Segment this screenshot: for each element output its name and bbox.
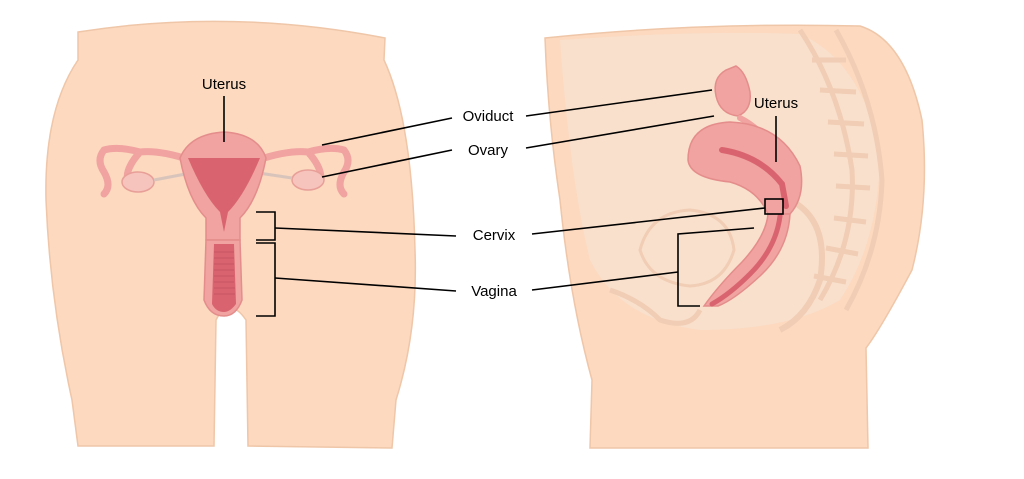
vagina-label: Vagina <box>471 283 517 300</box>
cervix-leader-left <box>274 227 457 237</box>
cervix-label: Cervix <box>473 227 516 244</box>
oviduct-leader-right <box>525 89 713 117</box>
front-uterus-label: Uterus <box>202 76 246 93</box>
side-uterus <box>687 121 803 215</box>
vagina-leader-right <box>531 271 679 291</box>
side-spine <box>797 28 885 312</box>
oviduct-leader-left <box>321 117 453 146</box>
front-vaginal-canal <box>212 244 236 312</box>
front-view <box>45 20 417 449</box>
front-ovary-right <box>291 169 325 191</box>
front-uterine-cavity <box>188 158 260 232</box>
cervix-bracket-front <box>256 211 276 241</box>
side-rectum <box>778 197 825 333</box>
oviduct-label: Oviduct <box>463 108 515 125</box>
front-vaginal-rugae <box>214 251 235 295</box>
center-leaders <box>274 89 766 292</box>
side-bladder <box>638 208 736 288</box>
ovary-leader-right <box>525 115 715 149</box>
side-uterine-cavity <box>719 147 789 209</box>
vagina-bracket-side <box>677 227 755 307</box>
vagina-bracket-front <box>256 242 276 317</box>
cervix-box-side <box>764 198 784 215</box>
ovary-label: Ovary <box>468 142 509 159</box>
side-vagina <box>702 213 791 307</box>
side-view <box>544 24 926 449</box>
side-uterus-label: Uterus <box>754 95 798 112</box>
ovary-leader-left <box>321 149 453 178</box>
side-vaginal-canal <box>709 213 783 307</box>
vagina-leader-left <box>274 277 457 292</box>
side-pubic-bone <box>609 287 703 326</box>
cervix-leader-right <box>531 207 766 235</box>
front-ovary-left <box>121 171 155 193</box>
